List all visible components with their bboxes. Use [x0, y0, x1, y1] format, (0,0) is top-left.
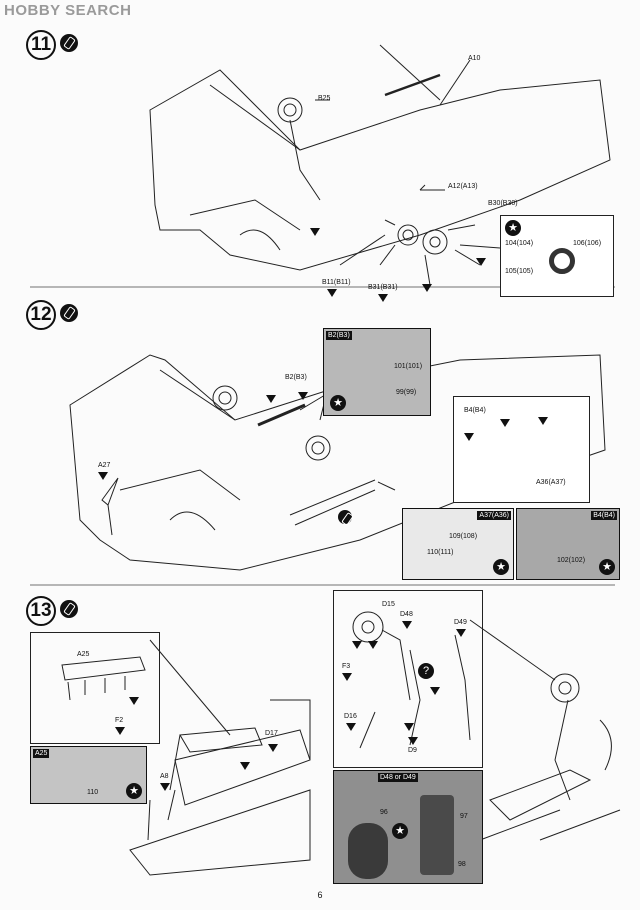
label-96: 96	[380, 809, 388, 816]
part-marker-icon	[342, 673, 352, 681]
step13-photo-right: D48 or D49 96 97 98 ★	[333, 770, 483, 884]
label-f2: F2	[115, 717, 124, 724]
star-icon: ★	[493, 559, 509, 575]
photo-tag: A25	[33, 749, 50, 758]
label-d48: D48	[400, 611, 413, 618]
step11-fuselage	[149, 69, 611, 271]
step-11-number: 11	[26, 30, 56, 60]
label-101: 101(101)	[394, 363, 423, 370]
part-marker-icon	[402, 621, 412, 629]
part-marker-icon	[404, 723, 414, 731]
label-a12: A12(A13)	[448, 183, 478, 190]
part-marker-icon	[352, 641, 362, 649]
step11-decal-inset: ★ 104(104) 106(106) 105(105)	[500, 215, 614, 297]
star-icon: ★	[392, 823, 408, 839]
part-marker-icon	[538, 417, 548, 425]
part-marker-icon	[98, 472, 108, 480]
watermark: HOBBY SEARCH	[4, 2, 132, 19]
label-b4: B4(B4)	[464, 407, 486, 414]
part-marker-icon	[298, 392, 308, 400]
label-98: 98	[458, 861, 466, 868]
star-icon: ★	[126, 783, 142, 799]
label-109: 109(108)	[449, 533, 478, 540]
label-d17: D17	[265, 730, 278, 737]
step13-inset-right: D15 D48 D49 F3 ? D16 D9	[333, 590, 483, 768]
label-b11: B11(B11)	[322, 279, 351, 286]
question-icon: ?	[418, 663, 434, 679]
part-marker-icon	[422, 284, 432, 292]
star-icon: ★	[330, 395, 346, 411]
step12-fuselage	[69, 354, 606, 571]
part-marker-icon	[327, 289, 337, 297]
part-marker-icon	[500, 419, 510, 427]
part-marker-icon	[368, 641, 378, 649]
label-f3: F3	[342, 663, 351, 670]
glue-icon	[60, 600, 78, 618]
part-marker-icon	[266, 395, 276, 403]
step12-photo-right: B4(B4) 102(102) ★	[516, 508, 620, 580]
label-a10: A10	[468, 55, 481, 62]
part-marker-icon	[115, 727, 125, 735]
part-marker-icon	[310, 228, 320, 236]
part-marker-icon	[346, 723, 356, 731]
step-13-number: 13	[26, 596, 56, 626]
label-b31: B31(B31)	[368, 284, 398, 291]
part-marker-icon	[464, 433, 474, 441]
part-marker-icon	[430, 687, 440, 695]
step12-photo-left: A37(A36) 109(108) 110(111) ★	[402, 508, 514, 580]
step12-inset: B4(B4) A36(A37)	[453, 396, 590, 503]
photo-tag: B4(B4)	[591, 511, 617, 520]
part-marker-icon	[476, 258, 486, 266]
part-marker-icon	[268, 744, 278, 752]
label-106: 106(106)	[573, 240, 602, 247]
label-b2: B2(B3)	[285, 374, 307, 381]
label-105: 105(105)	[505, 268, 534, 275]
photo-tag: B2(B3)	[326, 331, 352, 340]
part-marker-icon	[378, 294, 388, 302]
star-icon: ★	[505, 220, 521, 236]
photo-tag: D48 or D49	[378, 773, 418, 782]
part-marker-icon	[160, 783, 170, 791]
label-104: 104(104)	[505, 240, 534, 247]
label-110: 110(111)	[427, 549, 454, 556]
label-97: 97	[460, 813, 468, 820]
step-12-number: 12	[26, 300, 56, 330]
step13-photo-left: A25 110 ★	[30, 746, 147, 804]
page-number: 6	[317, 890, 323, 900]
label-99: 99(99)	[396, 389, 417, 396]
label-d9: D9	[408, 747, 417, 754]
label-b25: B25	[318, 95, 331, 102]
label-b30: B30(B30)	[488, 200, 518, 207]
label-a8: A8	[160, 773, 169, 780]
part-marker-icon	[456, 629, 466, 637]
wheel-decal-icon	[549, 248, 575, 274]
label-a36: A36(A37)	[536, 479, 566, 486]
part-marker-icon	[408, 737, 418, 745]
label-a25: A25	[77, 651, 90, 658]
label-d16: D16	[344, 713, 357, 720]
step13-inset-left: A25 F2	[30, 632, 160, 744]
label-a27: A27	[98, 462, 111, 469]
glue-icon	[60, 34, 78, 52]
glue-icon	[338, 510, 352, 524]
label-102: 102(102)	[557, 557, 586, 564]
label-d49: D49	[454, 619, 467, 626]
part-marker-icon	[240, 762, 250, 770]
photo-tag: A37(A36)	[477, 511, 511, 520]
part-marker-icon	[129, 697, 139, 705]
star-icon: ★	[599, 559, 615, 575]
wheel-photo	[348, 823, 388, 879]
label-d15: D15	[382, 601, 395, 608]
strut-photo	[420, 795, 454, 875]
step12-photo-top: B2(B3) 101(101) 99(99) ★	[323, 328, 431, 416]
label-110: 110	[87, 789, 99, 796]
glue-icon	[60, 304, 78, 322]
